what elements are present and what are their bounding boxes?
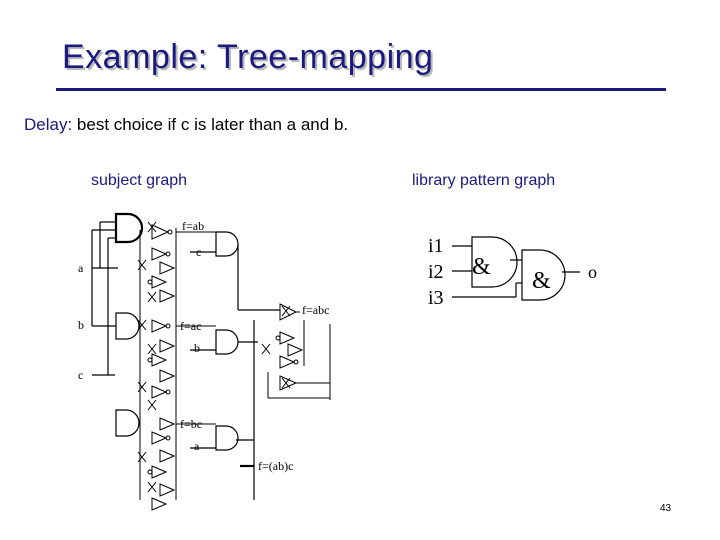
and-gate-abc: [215, 231, 239, 257]
subject-graph-caption: subject graph: [91, 172, 188, 189]
subject-input-wires: [91, 221, 118, 376]
library-graph-caption: library pattern graph: [412, 172, 556, 189]
and-gate-ac: [115, 312, 140, 340]
and-gate-bc-2: [215, 425, 239, 451]
library-output-label: o: [588, 262, 597, 282]
decomp-col1-crosses: [137, 221, 157, 493]
library-and-gate-1: [471, 236, 518, 288]
f-abc-label: f=abc: [302, 303, 329, 317]
title-underline: [56, 88, 666, 91]
output-label: f=(ab)c: [258, 459, 293, 473]
a-input-label: a: [194, 439, 200, 453]
delay-statement: Delay: best choice if c is later than a …: [24, 115, 348, 135]
slide-title: Example: Tree-mapping: [62, 38, 434, 76]
f-ab-label: f=ab: [182, 219, 204, 233]
library-gate-2-symbol: &: [532, 268, 551, 294]
delay-text: best choice if c is later than a and b.: [72, 115, 349, 134]
decomp-col1: [147, 224, 176, 511]
c-input-label: c: [196, 245, 201, 259]
f-bc-label: f=bc: [180, 417, 202, 431]
delay-label: Delay:: [24, 115, 73, 134]
and-gate-ab: [114, 212, 144, 244]
input-a-label: a: [78, 261, 84, 275]
library-and-gate-2: [521, 249, 566, 301]
library-input-2: i2: [428, 261, 444, 283]
and-gate-ac-2: [215, 329, 239, 355]
b-input-label: b: [194, 341, 200, 355]
library-input-3: i3: [428, 287, 444, 309]
decomp-col1-wires: [139, 228, 216, 500]
decomp-col2: [261, 303, 331, 400]
input-b-label: b: [78, 318, 84, 332]
input-c-label: c: [78, 368, 83, 382]
library-input-1: i1: [428, 235, 444, 257]
library-gate-1-symbol: &: [472, 254, 491, 280]
page-number: 43: [660, 503, 672, 514]
and-gate-bc: [115, 409, 140, 437]
f-ac-label: f=ac: [180, 319, 201, 333]
library-pattern: [452, 245, 580, 298]
